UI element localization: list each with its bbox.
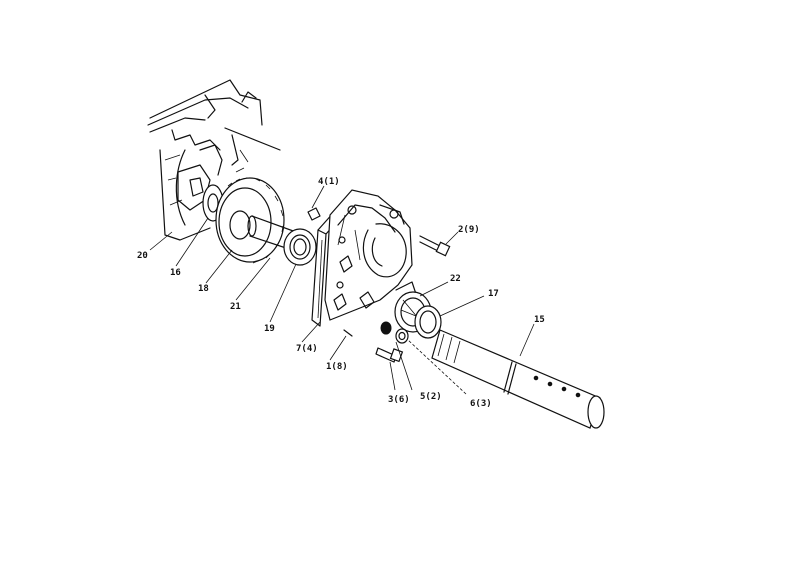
gear-18 [215,177,285,264]
label-21: 21 [230,302,241,312]
bolt-2 [419,235,451,257]
label-6: 6(3) [470,399,492,409]
bolt-1 [343,329,353,337]
label-20: 20 [137,251,148,261]
label-19: 19 [264,324,275,334]
output-shaft-15 [431,329,605,429]
dowel-pin-4 [307,207,321,221]
ring-17 [414,305,442,339]
label-22: 22 [450,274,461,284]
label-17: 17 [488,289,499,299]
plug-5 [380,321,392,335]
label-7: 7(4) [296,344,318,354]
label-2: 2(9) [458,225,480,235]
label-18: 18 [198,284,209,294]
label-5: 5(2) [420,392,442,402]
label-15: 15 [534,315,545,325]
bearing-19 [283,228,317,266]
callout-labels: 20 16 18 21 19 4(1) 7(4) 1(8) 3(6) 5(2) … [137,177,545,409]
gear-case-cover [324,189,419,321]
leader-lines [149,185,535,395]
engine-block [147,79,281,241]
label-3: 3(6) [388,395,410,405]
washer-6 [395,328,409,344]
label-1: 1(8) [326,362,348,372]
label-16: 16 [170,268,181,278]
label-4: 4(1) [318,177,340,187]
